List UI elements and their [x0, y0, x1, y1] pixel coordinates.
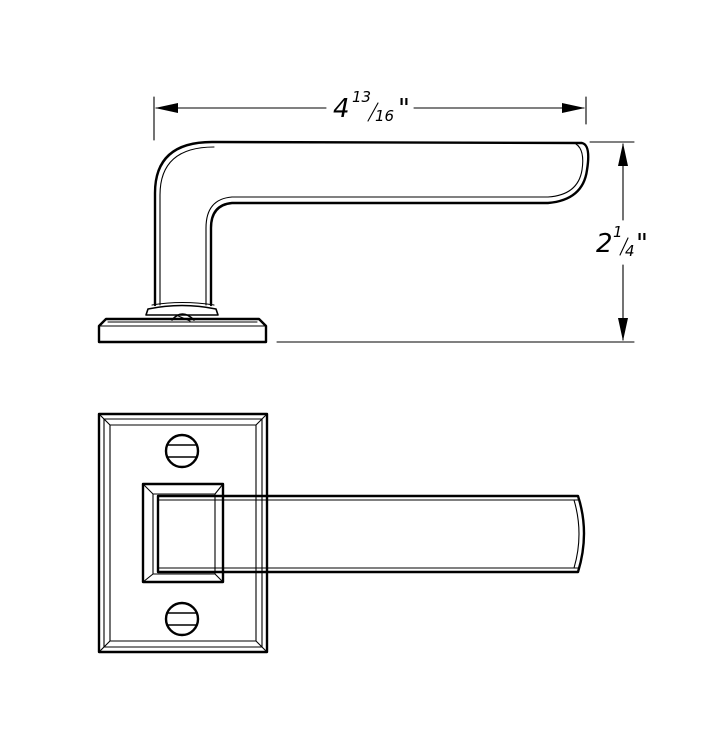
rose-bevel-corner-br — [255, 640, 268, 653]
width-dimension: 4 13 16 " — [153, 88, 587, 141]
height-inch-mark: " — [636, 229, 648, 259]
height-whole: 2 — [596, 229, 613, 259]
rose-plate-outer — [97, 412, 269, 654]
side-view — [97, 140, 590, 344]
width-numerator: 13 — [352, 88, 371, 106]
width-fraction-slash — [367, 102, 379, 122]
width-inch-mark: " — [398, 94, 410, 124]
bottom-screw-icon — [164, 601, 200, 637]
square-boss-outer — [141, 482, 225, 584]
boss-corner-br — [214, 573, 224, 583]
height-denominator: 4 — [625, 242, 635, 260]
front-view — [97, 412, 586, 654]
width-whole: 4 — [333, 94, 350, 124]
width-arrow-left — [155, 103, 178, 113]
boss-corner-bl — [142, 573, 154, 583]
height-numerator: 1 — [613, 223, 623, 241]
boss-corner-tr — [214, 483, 224, 495]
lever-side-bevel-outer — [159, 146, 215, 306]
neck-collar — [145, 304, 219, 316]
rose-plate-inner — [109, 424, 257, 642]
top-screw-icon — [164, 433, 200, 469]
lever-front-end-curve — [573, 499, 580, 569]
neck-collar-line — [151, 301, 215, 306]
width-arrow-right — [562, 103, 585, 113]
lever-side-outline — [153, 140, 590, 307]
boss-corner-tl — [142, 483, 154, 495]
height-arrow-bottom — [618, 318, 628, 341]
rose-plate-bevel — [103, 418, 263, 648]
width-denominator: 16 — [375, 107, 394, 125]
height-arrow-top — [618, 143, 628, 166]
square-boss-inner — [152, 493, 216, 575]
rose-bevel-corner-tl — [98, 413, 111, 426]
height-fraction-slash — [619, 237, 629, 256]
rose-bevel-corner-tr — [255, 413, 268, 426]
height-dimension: 2 1 4 " — [276, 141, 648, 343]
lever-side-bevel-inner — [205, 196, 233, 306]
lever-side-bevel-lower — [547, 143, 584, 198]
lever-front-outline — [156, 494, 586, 574]
rose-bevel-corner-bl — [98, 640, 111, 653]
